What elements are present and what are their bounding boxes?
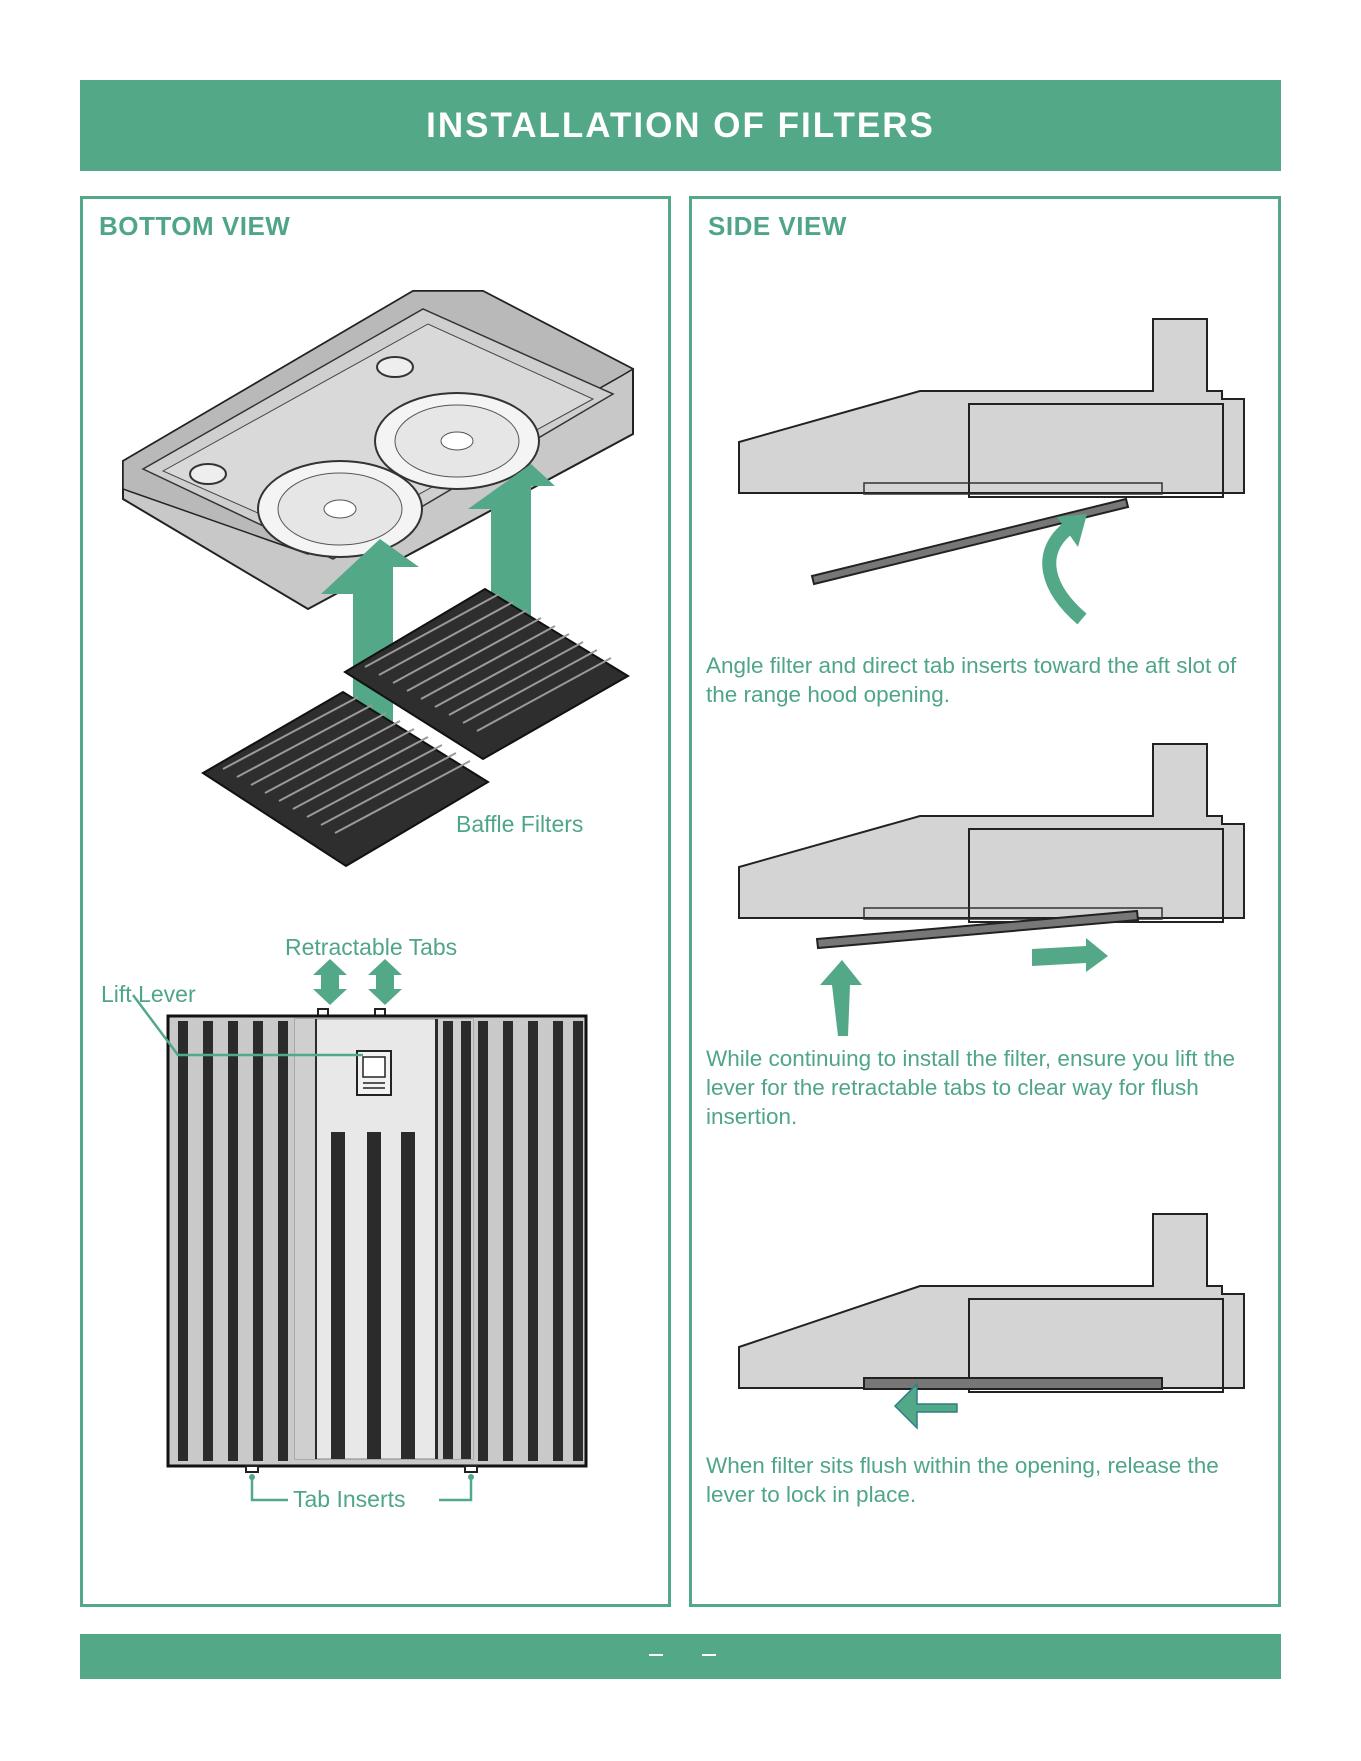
step-2-text: While continuing to install the filter, …: [706, 1046, 1236, 1129]
lift-lever-label: Lift Lever: [101, 981, 196, 1007]
side-view-panel: SIDE VIEW Angle filter and direct tab in…: [689, 196, 1281, 1607]
bottom-view-title: BOTTOM VIEW: [99, 211, 291, 241]
footer-dash-left: [649, 1654, 663, 1656]
range-hood-bottom-illustration: [122, 290, 635, 868]
bottom-view-panel: BOTTOM VIEW: [80, 196, 671, 1607]
step-1-text: Angle filter and direct tab inserts towa…: [706, 653, 1237, 707]
retractable-tabs-label: Retractable Tabs: [285, 934, 458, 960]
side-view-step-1-illustration: [738, 318, 1245, 625]
baffle-filters-label: Baffle Filters: [456, 811, 584, 837]
step-3-text: When filter sits flush within the openin…: [706, 1453, 1219, 1507]
tab-inserts-label: Tab Inserts: [293, 1486, 406, 1512]
footer-dash-right: [702, 1654, 716, 1656]
side-view-title: SIDE VIEW: [708, 211, 847, 241]
page-title: INSTALLATION OF FILTERS: [426, 105, 935, 145]
side-view-step-3-illustration: [738, 1213, 1245, 1430]
baffle-filter-flat-illustration: [132, 959, 588, 1502]
side-view-step-2-illustration: [738, 743, 1245, 1036]
header-banner: INSTALLATION OF FILTERS: [80, 80, 1281, 171]
footer-bar: [80, 1634, 1281, 1679]
